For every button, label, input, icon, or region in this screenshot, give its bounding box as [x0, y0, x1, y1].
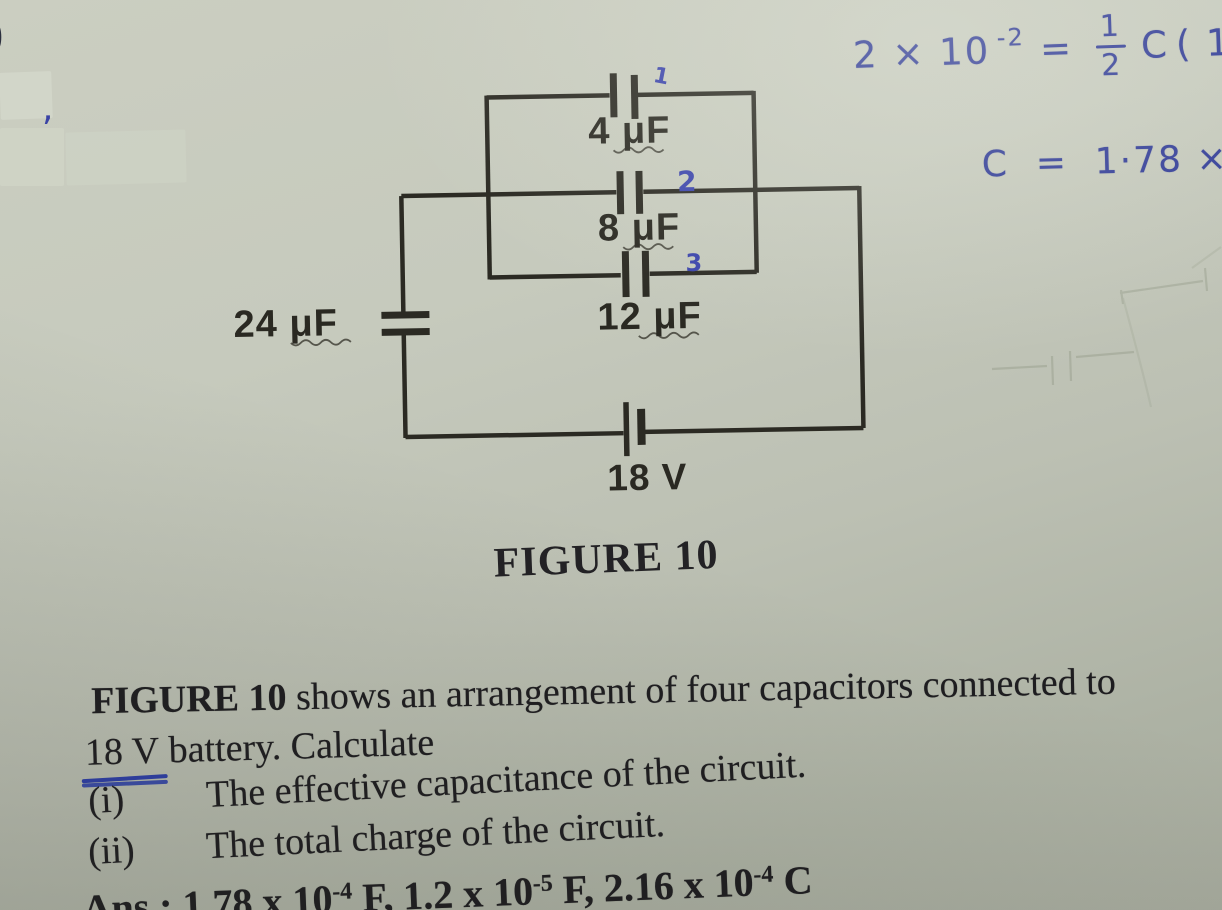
capacitor-label-8uF: 8 μF — [598, 206, 681, 249]
wire-segment — [401, 334, 408, 439]
fraction-denominator: 2 — [1100, 47, 1123, 84]
ghost-line — [1050, 355, 1055, 386]
figure-caption-group: FIGURE 10 — [493, 532, 719, 587]
wire-segment — [489, 272, 621, 280]
answer-exponent: -5 — [532, 870, 554, 898]
stray-ink-mark: , — [42, 88, 54, 129]
capacitor-plate — [621, 251, 630, 298]
hand-exponent: -2 — [996, 22, 1026, 52]
wire-segment — [484, 95, 493, 280]
wire-segment — [401, 190, 617, 199]
battery-label: 18 V — [607, 456, 688, 498]
wire-segment — [637, 90, 754, 98]
ghost-line — [1119, 289, 1125, 305]
handwritten-working-line2: C = 1·78 × 10- — [926, 95, 1222, 228]
capacitor-plate — [641, 250, 650, 297]
wire-segment — [644, 425, 864, 435]
wire-segment — [649, 269, 757, 276]
capacitor-label-4uF: 4 μF — [588, 109, 671, 152]
wire-segment — [643, 185, 860, 195]
ghost-line — [1119, 279, 1204, 295]
ghost-line — [1068, 350, 1073, 382]
answer-unit: F, — [552, 865, 605, 910]
capacitor-plate — [630, 74, 639, 119]
answer-label: Ans : — [81, 882, 184, 910]
fraction-numerator: 1 — [1099, 8, 1122, 45]
ghost-line — [1121, 297, 1153, 408]
hand-annotation-1: 1 — [651, 63, 671, 90]
answer-exponent: -4 — [752, 861, 774, 889]
hand-annotation-2: 2 — [677, 165, 697, 198]
answer-value: 2.16 x 10 — [602, 859, 755, 910]
correction-tape — [0, 128, 64, 186]
capacitor-plate — [609, 73, 618, 118]
ghost-line — [1203, 267, 1209, 292]
answer-unit: F, — [351, 873, 405, 910]
capacitor-plate — [381, 311, 430, 319]
hand-equals: = — [1039, 26, 1074, 71]
hand-tail: ( 15 — [1175, 19, 1222, 66]
corner-parenthesis-mark: ) — [0, 6, 3, 59]
battery-short-plate — [637, 408, 646, 445]
ghost-line — [991, 364, 1048, 371]
answer-exponent: -4 — [331, 878, 353, 906]
capacitor-label-24uF: 24 μF — [233, 302, 338, 346]
capacitor-plate — [616, 171, 625, 215]
circuit-wires: 4 μF 8 μF 12 μF 24 μF 18 V 1 2 3 FIGURE … — [233, 63, 866, 587]
ghost-line — [1191, 246, 1222, 269]
hand-result: C = 1·78 × 10 — [981, 138, 1222, 186]
hand-symbol-C: C — [1140, 23, 1170, 67]
capacitor-plate — [381, 328, 430, 336]
ghost-pen-impressions — [991, 246, 1222, 408]
answer-value: 1.78 x 10 — [181, 876, 334, 910]
ghost-line — [1075, 350, 1135, 359]
battery-long-plate — [623, 402, 630, 457]
figure-caption: FIGURE 10 — [493, 532, 719, 587]
capacitor-plate — [635, 170, 644, 214]
answer-unit: C — [772, 857, 814, 904]
wavy-underline — [622, 243, 674, 251]
wire-segment — [405, 430, 624, 440]
capacitor-label-12uF: 12 μF — [597, 295, 702, 339]
wire-segment — [486, 93, 610, 100]
wavy-underline — [290, 338, 352, 347]
wire-segment — [751, 90, 759, 273]
wire-segment — [399, 195, 406, 313]
answer-value: 1.2 x 10 — [402, 868, 534, 910]
wavy-underline — [638, 331, 700, 340]
wavy-underline — [612, 146, 665, 154]
wire-segment — [856, 185, 866, 429]
hand-annotation-3: 3 — [685, 249, 702, 277]
hand-expression: 2 × 10 — [852, 29, 991, 78]
